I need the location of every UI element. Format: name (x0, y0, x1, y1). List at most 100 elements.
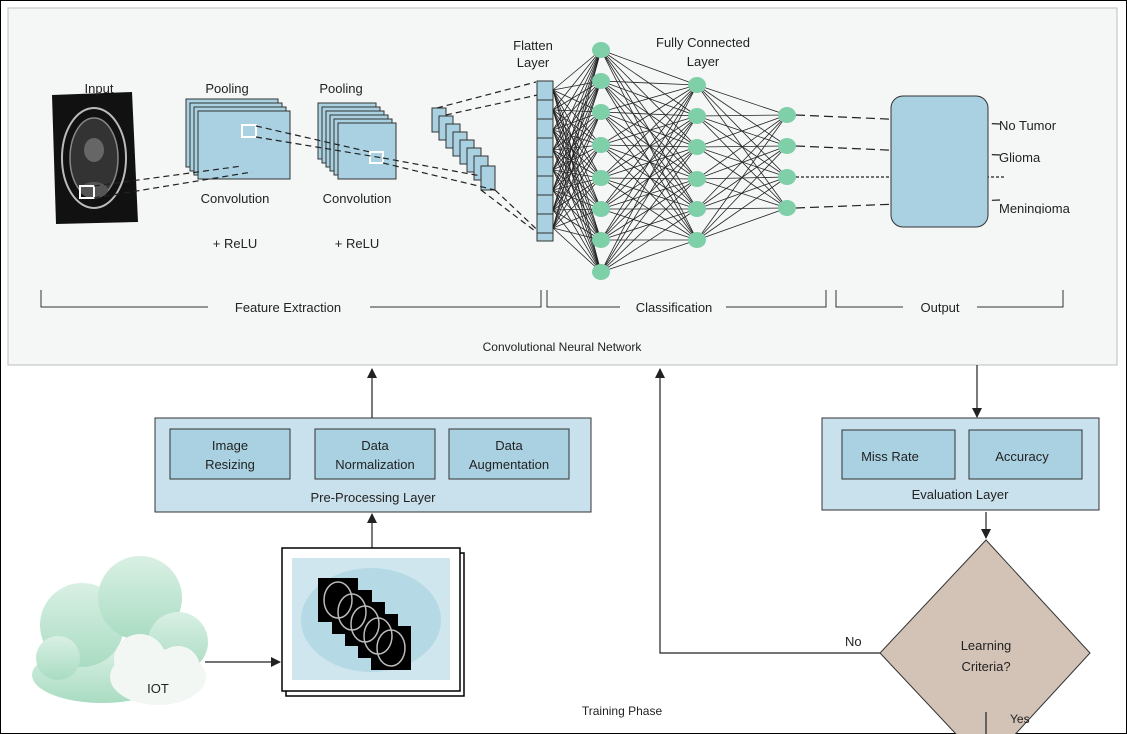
output-box (890, 95, 989, 228)
fc-edge (600, 84, 698, 113)
fc-node (592, 201, 610, 217)
fc-node (778, 200, 796, 216)
fc-node (688, 108, 706, 124)
fc-edge (696, 114, 788, 210)
fc-edge (552, 89, 602, 210)
data-augmentation-line1: Data (495, 438, 523, 453)
fc-node (688, 139, 706, 155)
fc-edge (600, 84, 698, 210)
fc-edge (552, 149, 602, 241)
fc-edge (552, 149, 602, 273)
fc-edge (552, 169, 602, 210)
fc-edge (600, 80, 698, 210)
fc-edge (552, 227, 602, 273)
fc-node (688, 171, 706, 187)
fc-edge (552, 209, 602, 273)
fc-edge (552, 209, 602, 241)
flatten-layer (536, 80, 554, 242)
output-label: Output (920, 300, 959, 315)
feature-extraction-connectors (93, 81, 549, 241)
classification-label: Classification (636, 300, 713, 315)
decision-line2: Criteria? (961, 659, 1010, 674)
fc-edge (552, 177, 602, 229)
fc-edge (552, 89, 602, 179)
fc-edge (600, 111, 698, 148)
fc-edge (696, 176, 788, 241)
fc-node (778, 107, 796, 123)
fc-edge (552, 49, 602, 171)
fc-edge (552, 189, 602, 273)
fc-edge (552, 169, 602, 241)
fc-edge (600, 84, 698, 241)
fc-edge (552, 109, 602, 241)
image-resizing-line2: Resizing (205, 457, 255, 472)
fc-node (592, 104, 610, 120)
fc-edge (696, 84, 788, 116)
fc-edge (552, 80, 602, 191)
input-mri-image (52, 92, 138, 224)
accuracy-box (968, 429, 1083, 480)
fc-edge (552, 49, 602, 211)
yes-label: Yes (1010, 712, 1030, 726)
fc-edge (696, 207, 788, 241)
fc-edge (552, 109, 602, 273)
input-label: Input (85, 81, 114, 96)
fc-edge (552, 49, 602, 131)
miss-rate-box (841, 429, 956, 480)
pooling-label-2: Pooling (319, 81, 362, 96)
fc-node (688, 77, 706, 93)
fc-node (592, 264, 610, 280)
iot-label: IOT (147, 681, 169, 696)
fc-edge (600, 80, 698, 86)
fc-edge (552, 177, 602, 211)
fc-edge (552, 89, 602, 146)
output-class-no-tumor: No Tumor (999, 118, 1057, 133)
fc-node (688, 201, 706, 217)
training-phase-label: Training Phase (582, 704, 663, 718)
feature-maps-stack-2 (317, 102, 397, 180)
arrow-no-feedback (655, 368, 880, 654)
feature-maps-stack-1 (185, 98, 291, 180)
fc-edge (552, 109, 602, 210)
image-resizing-line1: Image (212, 438, 248, 453)
fc-node (592, 170, 610, 186)
fc-edge (552, 189, 602, 241)
miss-rate-label: Miss Rate (861, 449, 919, 464)
relu-label-1: + ReLU (213, 236, 257, 251)
fc-edge (696, 114, 788, 241)
fc-edge (600, 144, 698, 210)
feature-extraction-label: Feature Extraction (235, 300, 341, 315)
data-normalization-box (314, 428, 436, 480)
section-brackets (40, 290, 1064, 308)
accuracy-label: Accuracy (995, 449, 1049, 464)
fc-edge (552, 111, 602, 211)
cnn-title: Convolutional Neural Network (483, 340, 643, 354)
fc-edge (600, 84, 698, 179)
fc-edge (552, 89, 602, 241)
data-augmentation-box (448, 428, 570, 480)
decision-line1: Learning (961, 638, 1012, 653)
fc-node (688, 232, 706, 248)
fc-edge (600, 239, 698, 273)
fc-edge (552, 144, 602, 229)
fc-edge (552, 49, 602, 91)
fc-edge (552, 49, 602, 151)
fc-nodes (592, 42, 796, 280)
fc-node (592, 137, 610, 153)
fc-edge (600, 144, 698, 241)
fc-edge (600, 111, 698, 241)
fc-node (592, 232, 610, 248)
data-augmentation-line2: Augmentation (469, 457, 549, 472)
learning-criteria-diamond (879, 539, 1091, 734)
flatten-label-line2: Layer (517, 55, 550, 70)
output-class-glioma: Glioma (999, 150, 1041, 165)
fc-label-line1: Fully Connected (656, 35, 750, 50)
fc-edge (600, 84, 698, 146)
convolution-label-1: Convolution (201, 191, 270, 206)
fc-edge (552, 80, 602, 171)
output-class-meningioma: Meningioma (999, 201, 1071, 216)
cloud-icon (32, 556, 208, 705)
fc-edge (600, 208, 698, 273)
fc-edge (696, 114, 788, 180)
fc-edge (600, 178, 698, 273)
